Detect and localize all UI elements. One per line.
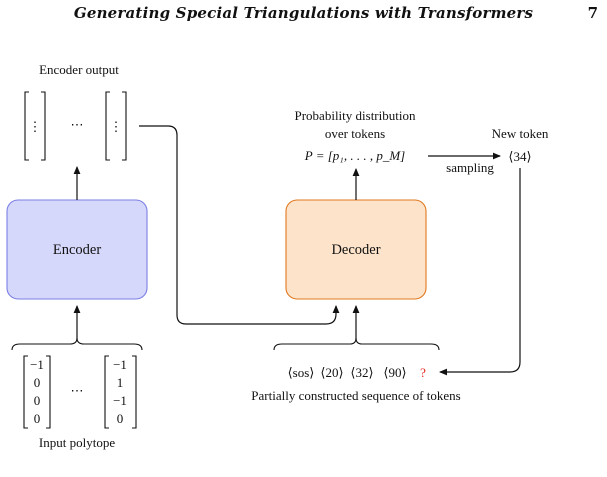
input-vector-1-entry: 0	[34, 393, 41, 408]
probability-formula: P = [p₁, . . . , p_M]	[304, 148, 405, 163]
output-matrix-1-vdots: ⋮	[29, 119, 42, 134]
sequence-token: ⟨sos⟩	[288, 365, 315, 380]
sequence-token: ⟨90⟩	[383, 365, 406, 380]
sequence-token: ⟨20⟩	[320, 365, 343, 380]
sequence-token: ⟨32⟩	[350, 365, 373, 380]
output-matrix-2-vdots: ⋮	[110, 119, 123, 134]
running-header: Generating Special Triangulations with T…	[0, 2, 607, 26]
encoder-to-decoder-arrow	[139, 125, 340, 325]
input-brace	[11, 337, 143, 351]
input-vector-1-entry: 0	[34, 411, 41, 426]
feedback-arrow	[439, 168, 521, 376]
input-vector-1: −1 0 0 0	[23, 355, 51, 429]
input-polytope-label: Input polytope	[39, 435, 115, 450]
probability-distribution-label: Probability distribution	[295, 108, 416, 123]
input-vector-2: −1 1 −1 0	[104, 355, 137, 429]
sampling-label: sampling	[446, 160, 494, 175]
output-matrix-1: ⋮	[24, 91, 46, 161]
input-vector-2-entry: 0	[117, 411, 124, 426]
decoder-label: Decoder	[331, 242, 380, 258]
sequence-placeholder: ?	[420, 365, 426, 380]
input-cdots: ⋯	[71, 383, 84, 398]
over-tokens-label: over tokens	[325, 126, 385, 141]
new-token-label: New token	[492, 126, 549, 141]
input-vector-2-entry: 1	[117, 375, 124, 390]
output-matrix-2: ⋮	[105, 91, 127, 161]
output-cdots: ⋯	[71, 117, 84, 132]
encoder-label: Encoder	[53, 242, 101, 258]
new-token-value: ⟨34⟩	[508, 149, 531, 164]
running-title: Generating Special Triangulations with T…	[73, 4, 534, 22]
sequence-brace	[273, 337, 440, 351]
page-number: 7	[587, 4, 598, 22]
input-vector-1-entry: 0	[34, 375, 41, 390]
input-vector-1-entry: −1	[30, 357, 44, 372]
encoder-output-label: Encoder output	[39, 62, 119, 77]
input-vector-2-entry: −1	[113, 393, 127, 408]
input-vector-2-entry: −1	[113, 357, 127, 372]
sequence-label: Partially constructed sequence of tokens	[251, 388, 460, 403]
